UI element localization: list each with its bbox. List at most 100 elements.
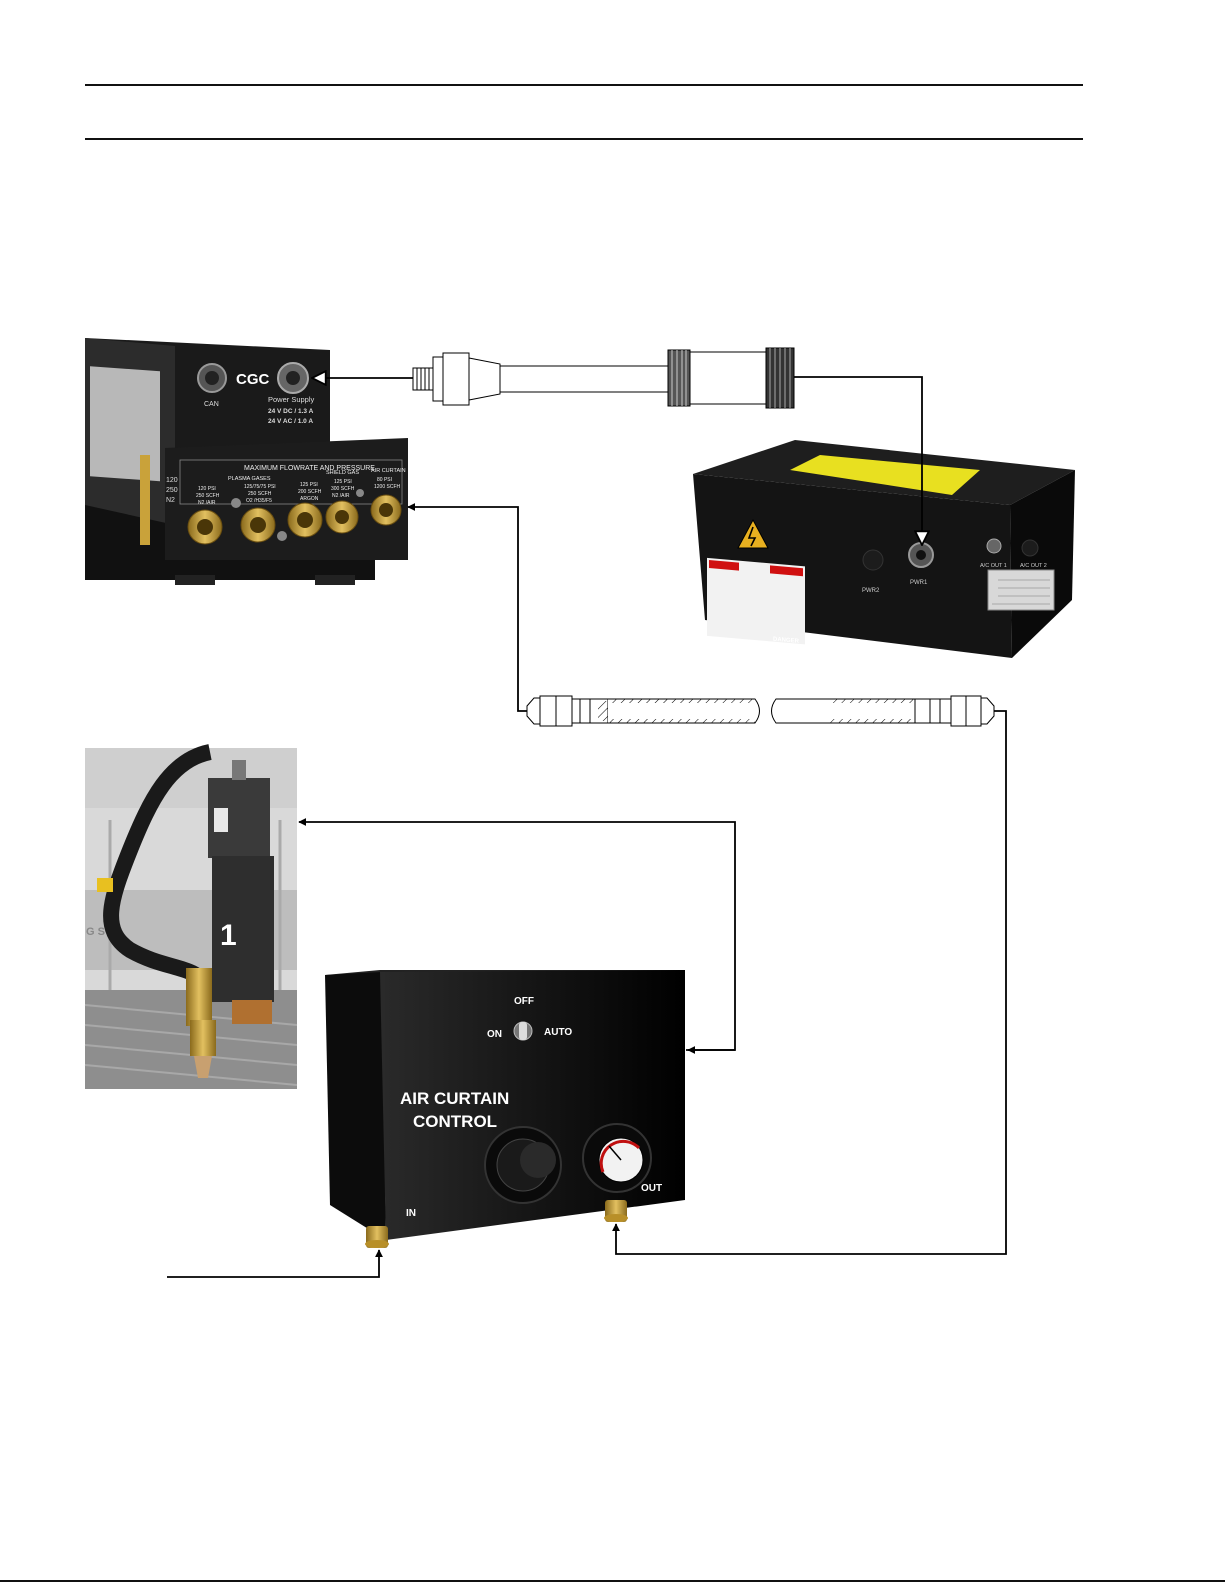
torch-hose-bundle: [103, 744, 213, 990]
torch-lifter-body: [212, 856, 274, 1002]
psu-danger-header-right: [770, 565, 803, 577]
hose-left-hatch-strip-top: [608, 699, 755, 703]
svg-text:N2 /AIR: N2 /AIR: [198, 500, 216, 506]
power-cable: [412, 347, 795, 409]
air-curtain-control-unit: OFF ON AUTO AIR CURTAIN CONTROL IN OUT: [325, 970, 685, 1248]
switch-on-label: ON: [487, 1029, 502, 1040]
power-supply-label: Power Supply: [268, 395, 315, 404]
svg-text:120: 120: [166, 477, 178, 484]
switch-off-label: OFF: [514, 996, 534, 1007]
svg-text:125/75/75 PSI: 125/75/75 PSI: [244, 484, 276, 490]
lightning-warning-icon: [737, 518, 769, 549]
svg-text:N2: N2: [166, 497, 175, 504]
ac-out1-label: A/C OUT 1: [980, 563, 1007, 569]
pwr2-label: PWR2: [862, 588, 880, 594]
psu-danger-sticker: [707, 557, 805, 645]
second-rule: [85, 138, 1083, 140]
pwr1-label: PWR1: [910, 580, 928, 586]
svg-text:120 PSI: 120 PSI: [198, 486, 216, 492]
cgc-side-text: 120 250 N2: [166, 477, 178, 504]
cgc-side-label: [90, 366, 160, 482]
cgc-foot: [175, 575, 215, 585]
port-4-ratings: 125 PSI 300 SCFH N2 /AIR: [331, 479, 355, 499]
hose-right-ferrule: [914, 698, 952, 724]
hose-to-acc-out-line: [612, 710, 1007, 1255]
power-supply-connector-inner: [286, 371, 300, 385]
port-2-ratings: 125/75/75 PSI 250 SCFH O2 /H35/F5: [244, 484, 276, 504]
port-out-label: OUT: [641, 1183, 662, 1194]
shield-gas-label: SHIELD GAS: [326, 470, 359, 476]
air-supply-to-acc-in-line: [167, 1249, 383, 1278]
torch-mount: [232, 760, 246, 780]
ac-out2-connector: [1021, 539, 1039, 557]
psu-yellow-label: [790, 455, 980, 495]
psu-danger-header-left: [709, 560, 739, 571]
switch-auto-label: AUTO: [544, 1027, 572, 1038]
plasma-gases-label: PLASMA GASES: [228, 476, 271, 482]
svg-text:O2 /H35/F5: O2 /H35/F5: [246, 498, 272, 504]
gas-fittings: [187, 489, 402, 545]
cable-to-psu-pwr1-line: [794, 376, 922, 545]
cable-knurled-nut: [412, 367, 436, 391]
pwr2-connector: [862, 549, 884, 571]
bottom-rule: [0, 1580, 1225, 1582]
torch-nozzle-tip: [194, 1056, 212, 1078]
cable-large-plug-back: [667, 349, 691, 407]
torch-yellow-tag: [97, 878, 113, 892]
cable-large-plug-body: [689, 351, 769, 405]
manifold-title: MAXIMUM FLOWRATE AND PRESSURE: [244, 465, 375, 472]
hose-left-fitting: [526, 697, 541, 725]
can-connector-inner: [205, 371, 219, 385]
svg-text:300 SCFH: 300 SCFH: [331, 486, 355, 492]
torch-warning-sticker: [214, 808, 228, 832]
lightning-bolt: [747, 526, 757, 547]
torch-brass-holder: [186, 968, 212, 1026]
ac-out1-connector[interactable]: [986, 538, 1002, 554]
psu-box-side: [1010, 470, 1075, 658]
hose-left-hatch-strip-bottom: [608, 719, 755, 723]
torch-head: [232, 1000, 272, 1024]
port-in-label: IN: [406, 1208, 416, 1219]
cgc-foot: [315, 575, 355, 585]
can-label: CAN: [204, 401, 219, 408]
cable-small-plug-body: [442, 352, 470, 406]
port-5-ratings: 80 PSI 1200 SCFH: [374, 477, 401, 490]
torch-photo: G SYS 1: [84, 744, 298, 1089]
port-1-ratings: 120 PSI 250 SCFH N2 /AIR: [196, 486, 220, 506]
air-curtain-label: AIR CURTAIN: [371, 468, 406, 474]
hose-right-fitting: [980, 697, 995, 725]
top-rule: [85, 84, 1083, 86]
torch-nozzle-body: [190, 1020, 216, 1056]
cgc-side-strip: [140, 455, 150, 545]
svg-text:200 SCFH: 200 SCFH: [298, 489, 322, 495]
power-supply-box: DANGER PWR2 PWR1 A/C OUT 1 A/C OUT 2: [693, 440, 1075, 658]
acc-title-line1: AIR CURTAIN: [400, 1089, 509, 1108]
svg-text:ARGON: ARGON: [300, 496, 319, 502]
cable-jacket: [499, 365, 673, 393]
acc-title-line2: CONTROL: [413, 1112, 497, 1131]
power-rating-ac: 24 V AC / 1.0 A: [268, 418, 313, 425]
power-rating-dc: 24 V DC / 1.3 A: [268, 408, 314, 415]
hose-right-hatch-strip-top: [830, 699, 915, 703]
air-hose: [526, 695, 995, 727]
svg-text:250 SCFH: 250 SCFH: [196, 493, 220, 499]
svg-text:N2 /AIR: N2 /AIR: [332, 493, 350, 499]
svg-text:250: 250: [166, 487, 178, 494]
ac-out2-label: A/C OUT 2: [1020, 563, 1047, 569]
cable-small-plug-taper: [468, 357, 501, 401]
psu-rating-plate: [987, 569, 1055, 611]
hose-left-segment: [608, 698, 760, 724]
svg-text:125 PSI: 125 PSI: [334, 479, 352, 485]
port-3-ratings: 125 PSI 200 SCFH ARGON: [298, 482, 322, 502]
svg-text:80 PSI: 80 PSI: [377, 477, 392, 483]
cgc-title: CGC: [236, 371, 270, 388]
connection-lines: [167, 376, 1007, 1278]
hose-to-cgc-air-curtain-line: [407, 503, 527, 712]
toggle-switch-lever[interactable]: [519, 1022, 527, 1040]
torch-number: 1: [220, 919, 237, 952]
danger-label: DANGER: [773, 637, 800, 645]
acc-box-side: [325, 972, 386, 1240]
cgc-unit: CGC CAN Power Supply 24 V DC / 1.3 A 24 …: [85, 338, 408, 585]
hose-right-hatch-strip-bottom: [830, 719, 915, 723]
